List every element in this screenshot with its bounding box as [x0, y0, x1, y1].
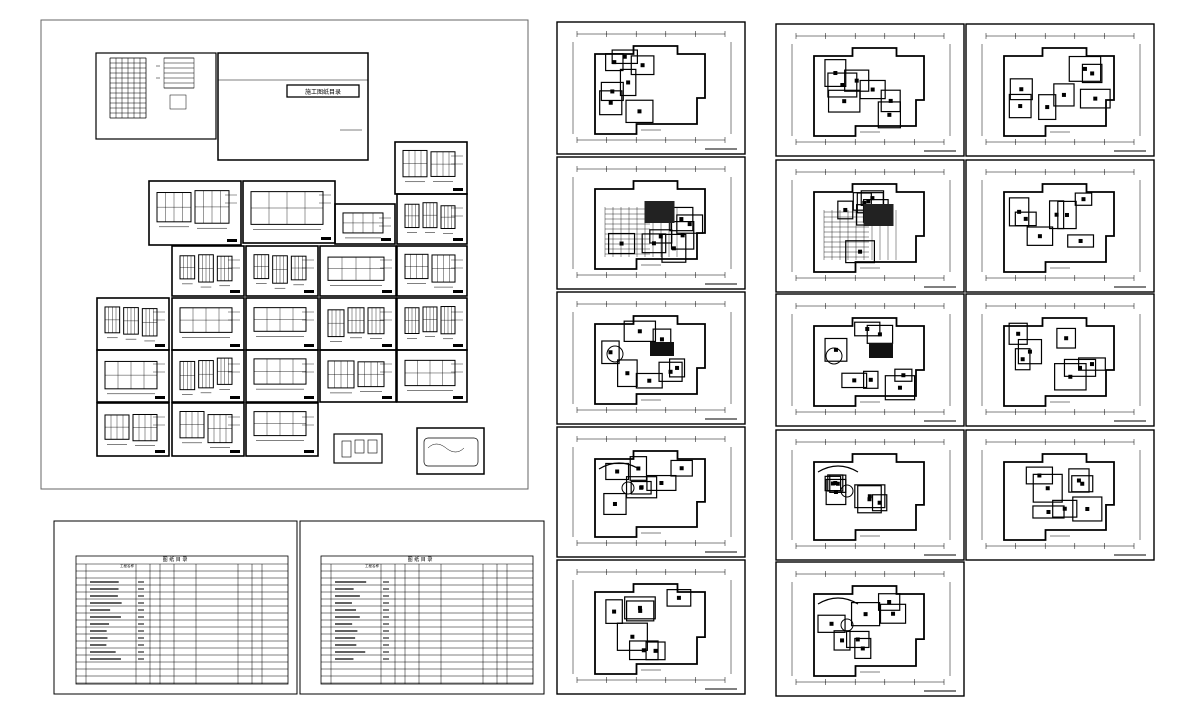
- detail-sheet: [319, 349, 397, 403]
- index-left-heading: 图 纸 目 录: [163, 556, 188, 563]
- detail-sheet: [396, 193, 468, 245]
- detail-sheet-group: 施工图纸目录: [40, 19, 529, 490]
- detail-sheet: [171, 297, 245, 351]
- floor-plan-sheet: [965, 23, 1155, 157]
- detail-sheet: [245, 245, 319, 297]
- floor-plan-sheet: [965, 293, 1155, 427]
- detail-sheet: [171, 349, 245, 403]
- detail-sheet: [396, 297, 468, 351]
- index-table-left: 图 纸 目 录 工程名称: [53, 520, 298, 695]
- floor-plan-sheet: [775, 159, 965, 293]
- floor-plan-sheet: [775, 23, 965, 157]
- detail-sheet: [96, 349, 170, 403]
- detail-sheet: [396, 245, 468, 297]
- detail-drawings: [96, 141, 468, 457]
- detail-sheet: [319, 245, 397, 297]
- detail-sheet: [396, 349, 468, 403]
- cover-title-text: 施工图纸目录: [305, 88, 341, 96]
- detail-sheet: [319, 297, 397, 351]
- index-right-project: 工程名称: [365, 563, 379, 568]
- loose-details: [333, 427, 485, 475]
- floor-plan-sheet: [556, 426, 746, 558]
- detail-sheet: [245, 402, 319, 457]
- detail-sheet: [171, 245, 245, 297]
- index-left-project: 工程名称: [120, 563, 134, 568]
- floor-plan-sheet: [775, 293, 965, 427]
- floor-plan-sheet: [556, 291, 746, 425]
- detail-sheet: [334, 203, 396, 245]
- detail-sheet: [96, 297, 170, 351]
- detail-sheet: [245, 349, 319, 403]
- detail-sheet: [242, 180, 336, 244]
- floor-plan-sheet: [775, 561, 965, 697]
- spec-sheet: [95, 52, 217, 140]
- floor-plan-sheet: [775, 429, 965, 561]
- floor-plan-sheet: [965, 159, 1155, 293]
- floor-plan-sheet: [556, 559, 746, 695]
- floor-plan-sheets: [556, 21, 1155, 697]
- floor-plan-sheet: [556, 21, 746, 155]
- detail-sheet: [96, 402, 170, 457]
- index-right-heading: 图 纸 目 录: [408, 556, 433, 563]
- detail-sheet: [171, 402, 245, 457]
- floor-plan-sheet: [965, 429, 1155, 561]
- detail-sheet: [148, 180, 242, 246]
- detail-sheet: [394, 141, 468, 195]
- cover-sheet: 施工图纸目录: [217, 52, 369, 161]
- detail-sheet: [245, 297, 319, 351]
- floor-plan-sheet: [556, 156, 746, 290]
- index-table-right: 图 纸 目 录 工程名称: [299, 520, 545, 695]
